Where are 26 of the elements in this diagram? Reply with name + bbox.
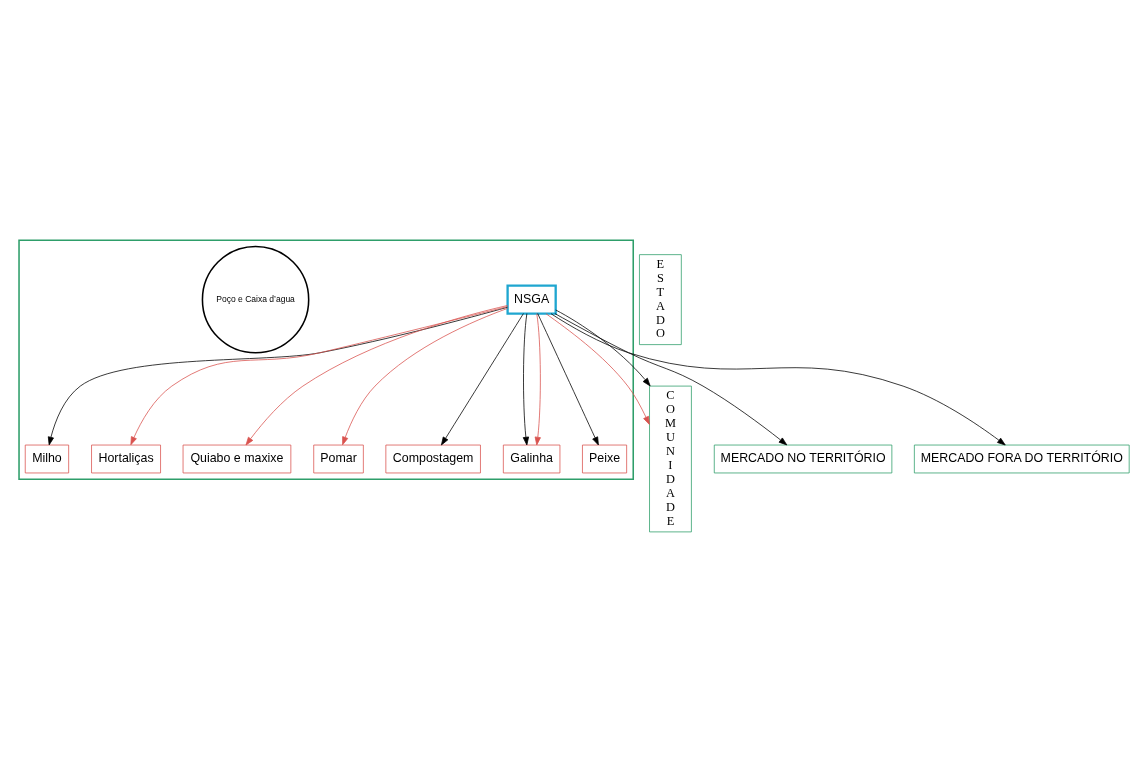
node-box: Milho xyxy=(24,444,70,474)
node-box: MERCADO NO TERRITÓRIO xyxy=(713,444,893,474)
node-box: Hortaliças xyxy=(91,444,161,474)
node-box: MERCADO FORA DO TERRITÓRIO xyxy=(913,444,1130,474)
node-box: Quiabo e maxixe xyxy=(182,444,292,474)
arrow xyxy=(534,313,541,446)
arrow xyxy=(342,308,508,446)
arrow xyxy=(554,313,788,446)
arrow xyxy=(245,305,508,446)
node-box: Pomar xyxy=(313,444,364,474)
node-box: NSGA xyxy=(506,284,557,315)
arrow xyxy=(47,306,508,446)
node-circle: Poço e Caixa d’agua xyxy=(201,245,310,354)
arrow xyxy=(545,313,650,425)
arrow xyxy=(130,306,508,446)
arrow xyxy=(550,313,1006,446)
node-box: Peixe xyxy=(582,444,628,474)
cluster xyxy=(18,239,634,480)
node-box: COMUNIDADE xyxy=(649,385,692,533)
arrow xyxy=(537,313,599,446)
node-box: ESTADO xyxy=(639,254,682,345)
arrow xyxy=(555,309,651,387)
node-box: Compostagem xyxy=(385,444,481,474)
arrow xyxy=(522,313,529,446)
arrow xyxy=(441,313,524,446)
node-box: Galinha xyxy=(502,444,561,474)
